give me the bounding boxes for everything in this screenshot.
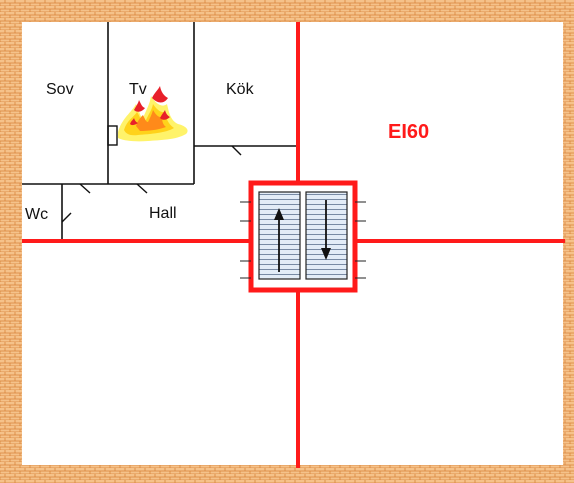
arrow-down-icon — [321, 200, 331, 260]
apartment-walls — [22, 22, 298, 241]
room-label-sov: Sov — [46, 81, 74, 98]
room-label-wc: Wc — [25, 206, 48, 223]
stairwell — [240, 180, 366, 293]
room-label-kok: Kök — [226, 81, 255, 98]
room-label-tv: Tv — [129, 81, 147, 98]
fire-rating-label: EI60 — [388, 121, 429, 143]
fire-icon — [118, 86, 188, 142]
door-marks — [61, 145, 242, 223]
arrow-up-icon — [274, 208, 284, 272]
fire-compartment-walls — [22, 22, 565, 468]
room-label-hall: Hall — [149, 205, 177, 222]
